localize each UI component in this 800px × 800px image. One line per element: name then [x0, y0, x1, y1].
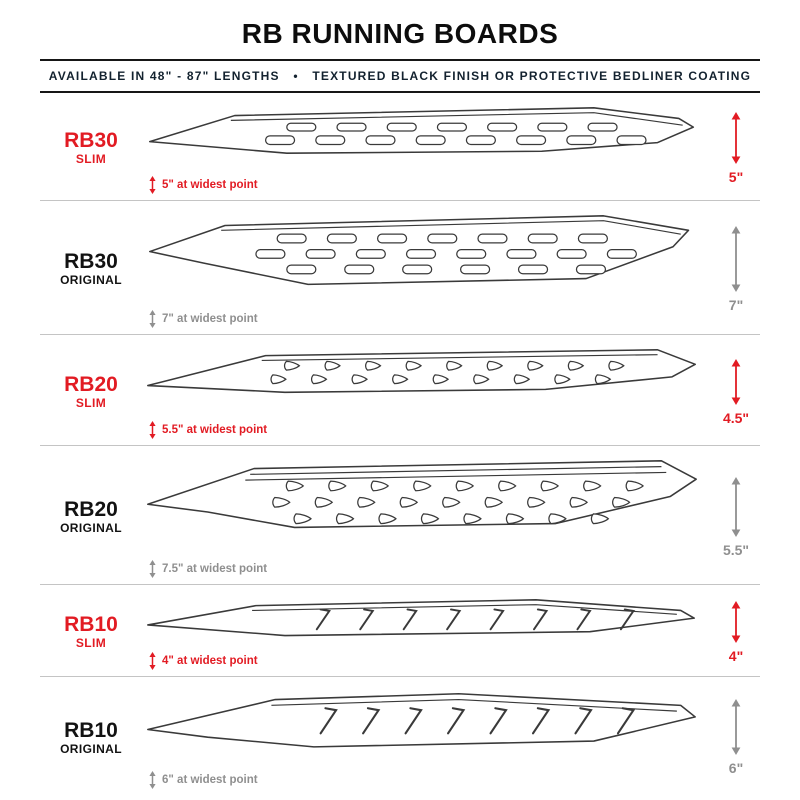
rb10-original-illustration [147, 692, 696, 748]
width-note-text: 6" at widest point [162, 774, 258, 786]
width-annotation: 7" at widest point [148, 310, 702, 329]
board-label: RB30 SLIM [40, 129, 142, 167]
model-label: RB30 [64, 250, 118, 274]
board-row-rb10-slim: RB10 SLIM 4" at widest point 4" [40, 583, 760, 676]
rb30-slim-illustration [148, 107, 695, 154]
board-row-rb30-original: RB30 ORIGINAL 7" at widest point [40, 199, 760, 335]
model-label: RB20 [64, 373, 118, 397]
board-art: 5.5" at widest point [142, 345, 712, 440]
width-note-text: 5.5" at widest point [162, 424, 268, 437]
variant-label: SLIM [75, 152, 107, 167]
board-art: 4" at widest point [142, 595, 712, 670]
width-annotation: 6" at widest point [148, 771, 702, 789]
board-label: RB20 SLIM [40, 373, 142, 411]
board-row-rb20-original: RB20 ORIGINAL 7.5" [40, 445, 760, 583]
variant-label: ORIGINAL [60, 741, 122, 756]
model-label: RB10 [64, 718, 118, 742]
subtitle: AVAILABLE IN 48" - 87" LENGTHS • TEXTURE… [48, 69, 752, 83]
height-value: 4.5" [722, 409, 750, 426]
board-row-rb20-slim: RB20 SLIM 5.5" at widest point [40, 334, 760, 445]
width-note-text: 5" at widest point [162, 178, 258, 191]
width-note-text: 7" at widest point [162, 313, 258, 326]
width-arrow-icon [149, 771, 156, 789]
height-arrow-icon [731, 699, 741, 756]
height-value: 6" [728, 760, 744, 777]
model-label: RB10 [64, 613, 118, 637]
height-measure: 4.5" [712, 358, 760, 426]
width-annotation: 5" at widest point [148, 175, 702, 194]
board-art: 7" at widest point [142, 211, 712, 329]
height-arrow-icon [731, 111, 741, 164]
board-art: 7.5" at widest point [142, 456, 712, 578]
width-note-text: 4" at widest point [162, 654, 258, 667]
rb30-original-illustration [148, 214, 690, 285]
height-measure: 7" [712, 225, 760, 313]
variant-label: ORIGINAL [60, 521, 122, 536]
header: RB RUNNING BOARDS AVAILABLE IN 48" - 87"… [40, 18, 760, 93]
board-art: 6" at widest point [142, 687, 712, 789]
height-value: 5" [728, 168, 744, 185]
width-arrow-icon [149, 651, 156, 670]
variant-label: ORIGINAL [60, 273, 122, 288]
model-label: RB20 [64, 498, 118, 522]
height-value: 5.5" [722, 541, 750, 558]
height-arrow-icon [731, 358, 741, 405]
header-rule-bottom [40, 91, 760, 93]
height-arrow-icon [731, 600, 741, 643]
height-measure: 5" [712, 111, 760, 185]
width-arrow-icon [149, 559, 156, 578]
page-title: RB RUNNING BOARDS [241, 18, 559, 49]
model-label: RB30 [64, 129, 118, 153]
width-arrow-icon [149, 421, 156, 440]
height-value: 7" [728, 296, 744, 313]
board-art: 5" at widest point [142, 103, 712, 194]
width-arrow-icon [149, 175, 156, 194]
width-annotation: 7.5" at widest point [148, 559, 702, 578]
board-label: RB20 ORIGINAL [40, 498, 142, 536]
height-measure: 4" [712, 600, 760, 664]
width-note-text: 7.5" at widest point [162, 562, 268, 575]
height-arrow-icon [731, 476, 741, 537]
height-arrow-icon [731, 225, 741, 292]
rb20-original-illustration [147, 460, 697, 529]
board-label: RB10 SLIM [40, 613, 142, 651]
board-label: RB30 ORIGINAL [40, 250, 142, 288]
variant-label: SLIM [75, 396, 107, 411]
width-annotation: 4" at widest point [148, 651, 702, 670]
height-value: 4" [728, 647, 744, 664]
width-arrow-icon [149, 310, 156, 329]
board-label: RB10 ORIGINAL [40, 718, 142, 756]
rb10-slim-illustration [147, 598, 696, 637]
rb20-slim-illustration [147, 349, 696, 394]
width-annotation: 5.5" at widest point [148, 421, 702, 440]
variant-label: SLIM [75, 636, 107, 651]
board-row-rb30-slim: RB30 SLIM 5" at widest point 5" [40, 93, 760, 200]
header-rule-top [40, 59, 760, 61]
board-row-rb10-original: RB10 ORIGINAL 6" at widest point 6" [40, 675, 760, 795]
height-measure: 5.5" [712, 476, 760, 558]
height-measure: 6" [712, 699, 760, 776]
